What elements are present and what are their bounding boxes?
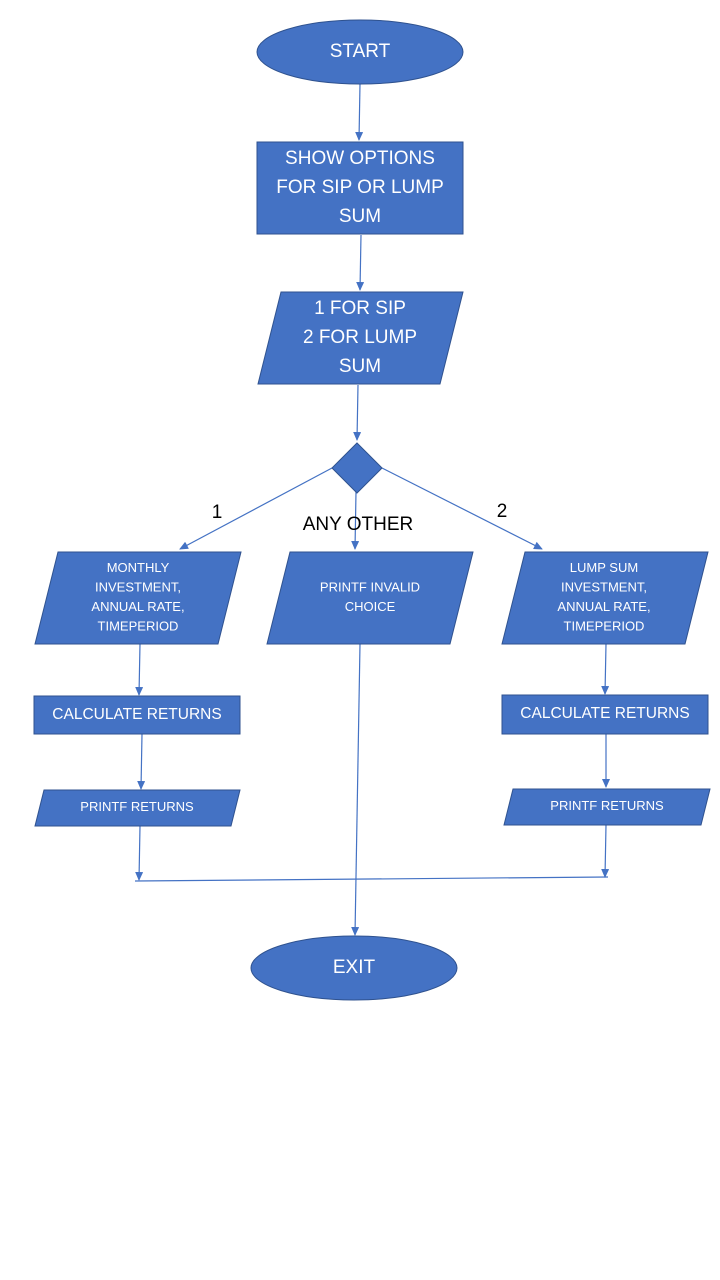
lump-input-label-line: ANNUAL RATE, bbox=[557, 599, 650, 614]
exit-label: EXIT bbox=[333, 957, 376, 978]
edge-label-lump: 2 bbox=[497, 501, 508, 522]
decision-shape bbox=[331, 442, 383, 494]
process-shape bbox=[256, 141, 464, 235]
input-output-shape bbox=[257, 291, 464, 385]
input-output-shape bbox=[266, 551, 474, 645]
lump-calculate-label: CALCULATE RETURNS bbox=[520, 705, 689, 722]
lump-calculate-label-line: CALCULATE RETURNS bbox=[520, 705, 689, 722]
node-sip-print: PRINTF RETURNS bbox=[34, 789, 241, 827]
input-output-shape bbox=[503, 788, 711, 826]
node-lump-input: LUMP SUM INVESTMENT, ANNUAL RATE, TIMEPERIO… bbox=[501, 551, 709, 645]
arrow-options-to-input bbox=[356, 234, 365, 291]
input-choice-label-line: 2 FOR LUMP bbox=[303, 327, 417, 348]
invalid-choice-label-line: CHOICE bbox=[345, 599, 396, 614]
sip-calculate-label-line: CALCULATE RETURNS bbox=[52, 706, 221, 723]
show-options-label-line: SUM bbox=[339, 206, 381, 227]
sip-input-label: MONTHLY INVESTMENT, ANNUAL RATE, TIMEPERIOD bbox=[91, 560, 184, 634]
arrow-lump-input-to-calc bbox=[601, 643, 610, 695]
node-decision bbox=[331, 442, 383, 494]
sip-print-label: PRINTF RETURNS bbox=[80, 799, 194, 814]
terminator-shape bbox=[250, 935, 458, 1001]
invalid-choice-label: PRINTF INVALID CHOICE bbox=[320, 580, 420, 615]
show-options-label-line: FOR SIP OR LUMP bbox=[276, 177, 444, 198]
node-exit: EXIT bbox=[250, 935, 458, 1001]
sip-input-label-line: TIMEPERIOD bbox=[98, 619, 179, 634]
input-choice-label: 1 FOR SIP 2 FOR LUMP SUM bbox=[303, 298, 417, 377]
sip-input-label-line: ANNUAL RATE, bbox=[91, 599, 184, 614]
node-sip-calculate: CALCULATE RETURNS bbox=[33, 695, 241, 735]
connectors bbox=[134, 83, 610, 936]
lump-input-label-line: LUMP SUM bbox=[570, 560, 638, 575]
lump-input-label-line: INVESTMENT, bbox=[561, 580, 647, 595]
arrow-lump-print-to-merge bbox=[601, 824, 610, 878]
edge-label-sip: 1 bbox=[212, 502, 223, 523]
lump-print-label: PRINTF RETURNS bbox=[550, 798, 664, 813]
show-options-label-line: SHOW OPTIONS bbox=[285, 148, 435, 169]
lump-print-label-line: PRINTF RETURNS bbox=[550, 798, 664, 813]
input-output-shape bbox=[501, 551, 709, 645]
start-label-line: START bbox=[330, 41, 391, 62]
node-lump-calculate: CALCULATE RETURNS bbox=[501, 694, 709, 735]
terminator-shape bbox=[256, 19, 464, 85]
node-sip-input: MONTHLY INVESTMENT, ANNUAL RATE, TIMEPERIOD bbox=[34, 551, 242, 645]
node-start: START bbox=[256, 19, 464, 85]
arrow-input-to-decision bbox=[353, 384, 362, 441]
node-input-choice: 1 FOR SIP 2 FOR LUMP SUM bbox=[257, 291, 464, 385]
arrow-decision-to-sip bbox=[179, 467, 333, 550]
arrow-invalid-to-exit bbox=[351, 643, 361, 936]
exit-label-line: EXIT bbox=[333, 957, 376, 978]
start-label: START bbox=[330, 41, 391, 62]
input-output-shape bbox=[34, 551, 242, 645]
merge-line bbox=[134, 876, 609, 882]
input-output-shape bbox=[34, 789, 241, 827]
input-choice-label-line: SUM bbox=[339, 356, 381, 377]
arrow-start-to-options bbox=[355, 83, 364, 141]
arrow-decision-to-invalid bbox=[351, 491, 360, 550]
input-choice-label-line: 1 FOR SIP bbox=[314, 298, 406, 319]
process-shape bbox=[501, 694, 709, 735]
sip-print-label-line: PRINTF RETURNS bbox=[80, 799, 194, 814]
node-show-options: SHOW OPTIONS FOR SIP OR LUMP SUM bbox=[256, 141, 464, 235]
process-shape bbox=[33, 695, 241, 735]
edge-label-any-other: ANY OTHER bbox=[303, 514, 414, 535]
arrow-decision-to-lump bbox=[381, 467, 543, 550]
arrow-sip-print-to-merge bbox=[135, 825, 144, 881]
node-lump-print: PRINTF RETURNS bbox=[503, 788, 711, 826]
arrow-sip-input-to-calc bbox=[135, 643, 144, 696]
sip-input-label-line: MONTHLY bbox=[107, 560, 170, 575]
lump-input-label-line: TIMEPERIOD bbox=[564, 619, 645, 634]
sip-calculate-label: CALCULATE RETURNS bbox=[52, 706, 221, 723]
show-options-label: SHOW OPTIONS FOR SIP OR LUMP SUM bbox=[276, 148, 444, 227]
sip-input-label-line: INVESTMENT, bbox=[95, 580, 181, 595]
arrow-sip-calc-to-print bbox=[137, 733, 146, 790]
lump-input-label: LUMP SUM INVESTMENT, ANNUAL RATE, TIMEPERIO… bbox=[557, 560, 650, 634]
invalid-choice-label-line: PRINTF INVALID bbox=[320, 580, 420, 595]
node-invalid-choice: PRINTF INVALID CHOICE bbox=[266, 551, 474, 645]
